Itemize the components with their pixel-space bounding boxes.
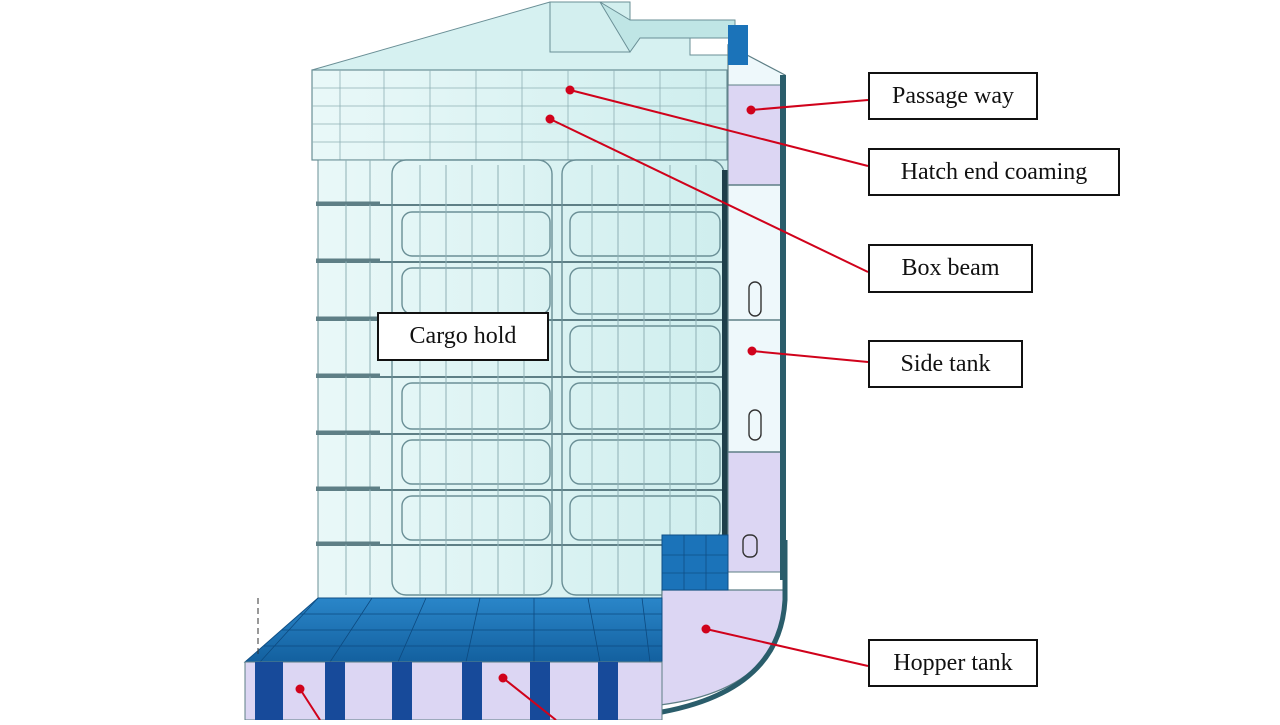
leader-dots	[295, 85, 757, 694]
label-hatch-end-coaming-text: Hatch end coaming	[900, 158, 1088, 185]
leader-bottom-right	[502, 677, 557, 721]
label-side-tank: Side tank	[868, 340, 1023, 388]
double-bottom-structure	[243, 597, 663, 721]
label-passage-way-text: Passage way	[892, 82, 1014, 109]
leader-passage-way	[750, 99, 869, 111]
label-hatch-end-coaming: Hatch end coaming	[868, 148, 1120, 196]
cargo-hold-structure	[316, 159, 729, 601]
label-hopper-tank: Hopper tank	[868, 639, 1038, 687]
leader-lines	[299, 89, 869, 721]
label-cargo-hold-text: Cargo hold	[409, 323, 517, 349]
leader-box-beam	[549, 118, 869, 273]
hopper-tank-structure	[659, 534, 788, 715]
leader-hatch-end-coaming	[569, 89, 869, 167]
leader-hopper-tank	[705, 628, 869, 667]
upper-deck-structure	[311, 1, 736, 161]
leader-bottom-left	[299, 688, 321, 721]
label-box-beam: Box beam	[868, 244, 1033, 293]
side-tank-structure	[727, 25, 786, 580]
leader-side-tank	[751, 350, 869, 363]
label-cargo-hold: Cargo hold	[377, 312, 549, 361]
label-side-tank-text: Side tank	[900, 350, 991, 377]
label-box-beam-text: Box beam	[901, 255, 1000, 281]
label-hopper-tank-text: Hopper tank	[893, 649, 1013, 676]
label-passage-way: Passage way	[868, 72, 1038, 120]
